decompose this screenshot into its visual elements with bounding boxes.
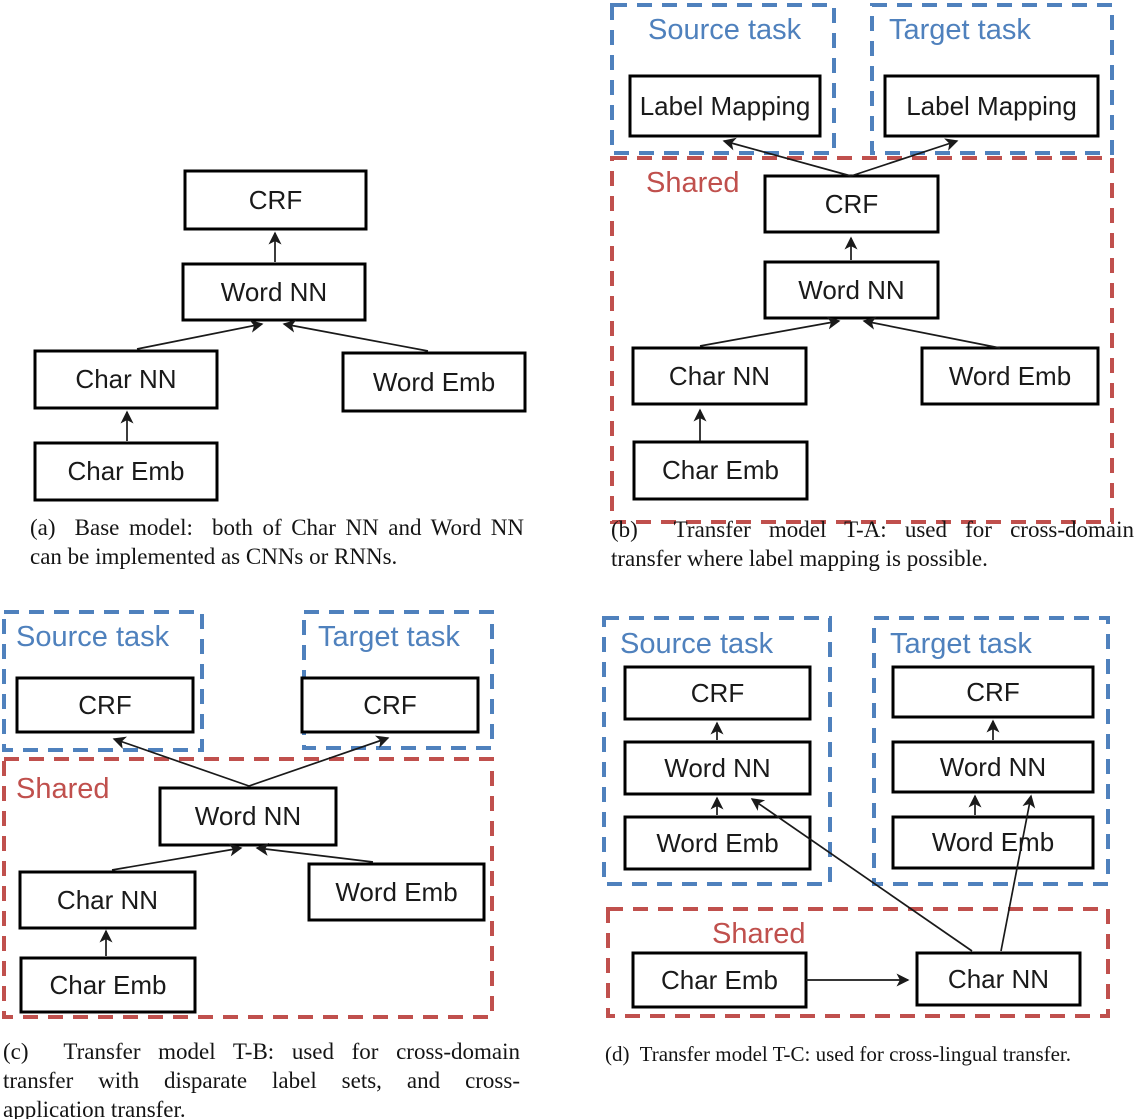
b-word-nn-box xyxy=(763,260,940,320)
caption-panel-c: (c) Transfer model T-B: used for cross-d… xyxy=(3,1037,520,1119)
arrow-word-nn-to-crf-source xyxy=(112,736,250,787)
c-crf-source-box xyxy=(15,676,195,734)
a-crf-box xyxy=(183,169,368,231)
arrow-char-nn-to-word-nn-target xyxy=(1000,794,1036,952)
arrow-char-nn-to-word-nn xyxy=(699,316,841,347)
d-char-nn-box xyxy=(915,951,1082,1007)
d-crf-target-box xyxy=(891,665,1095,719)
c-word-nn-box xyxy=(158,786,338,847)
d-word-emb-target-box xyxy=(891,815,1095,870)
arrow-word-emb-to-word-nn xyxy=(255,842,374,863)
caption-c-line-2: transfer with disparate label sets, and … xyxy=(3,1068,520,1093)
c-char-nn-box xyxy=(18,870,197,930)
a-char-nn-box xyxy=(33,349,219,410)
d-source-task-region-box xyxy=(602,616,832,886)
c-word-emb-box xyxy=(307,862,486,922)
caption-c-line-1: (c) Transfer model T-B: used for cross-d… xyxy=(3,1039,520,1064)
d-crf-source-box xyxy=(623,665,812,721)
d-word-nn-source-box xyxy=(623,740,812,796)
b-word-emb-box xyxy=(920,346,1100,406)
c-crf-target-box xyxy=(300,676,480,734)
d-shared-region-box xyxy=(606,907,1110,1018)
a-char-emb-box xyxy=(33,441,219,502)
b-label-mapping-source-box xyxy=(628,74,822,138)
caption-panel-b: (b) Transfer model T-A: used for cross-d… xyxy=(611,515,1134,573)
b-target-task-region-box xyxy=(870,3,1114,155)
arrow-crf-to-label-mapping-source xyxy=(722,137,852,177)
b-char-nn-box xyxy=(631,346,808,406)
c-char-emb-box xyxy=(19,956,197,1014)
b-label-mapping-target-box xyxy=(883,74,1100,138)
caption-panel-a: (a) Base model: both of Char NN and Word… xyxy=(30,513,524,571)
b-char-emb-box xyxy=(632,440,809,501)
caption-panel-d: (d) Transfer model T-C: used for cross-l… xyxy=(605,1040,1140,1069)
d-word-emb-source-box xyxy=(623,815,812,871)
d-char-emb-box xyxy=(631,951,808,1009)
c-shared-region-box xyxy=(2,757,494,1019)
b-source-task-region-box xyxy=(610,3,836,155)
arrow-char-nn-to-word-nn xyxy=(111,843,243,871)
caption-b-line-1: (b) Transfer model T-A: used for cross-d… xyxy=(611,517,1134,542)
d-word-nn-target-box xyxy=(891,740,1095,794)
caption-a-line-1: (a) Base model: both of Char NN and Word… xyxy=(30,515,524,540)
b-crf-box xyxy=(763,174,940,234)
arrow-char-nn-to-word-nn-source xyxy=(750,798,973,952)
arrow-word-emb-to-word-nn xyxy=(282,319,429,352)
caption-d-line-1: (d) Transfer model T-C: used for cross-l… xyxy=(605,1042,1072,1066)
arrow-word-emb-to-word-nn xyxy=(862,316,1001,349)
b-shared-region-box xyxy=(610,156,1114,524)
arrow-word-nn-to-crf-target xyxy=(248,735,390,787)
arrow-char-nn-to-word-nn xyxy=(136,319,264,350)
caption-a-line-2: can be implemented as CNNs or RNNs. xyxy=(30,544,398,569)
caption-c-line-3: application transfer. xyxy=(3,1097,186,1119)
a-word-nn-box xyxy=(181,262,367,322)
caption-b-line-2: transfer where label mapping is possible… xyxy=(611,546,988,571)
arrow-crf-to-label-mapping-target xyxy=(850,138,959,177)
a-word-emb-box xyxy=(341,351,527,413)
c-source-task-region-box xyxy=(2,610,204,752)
